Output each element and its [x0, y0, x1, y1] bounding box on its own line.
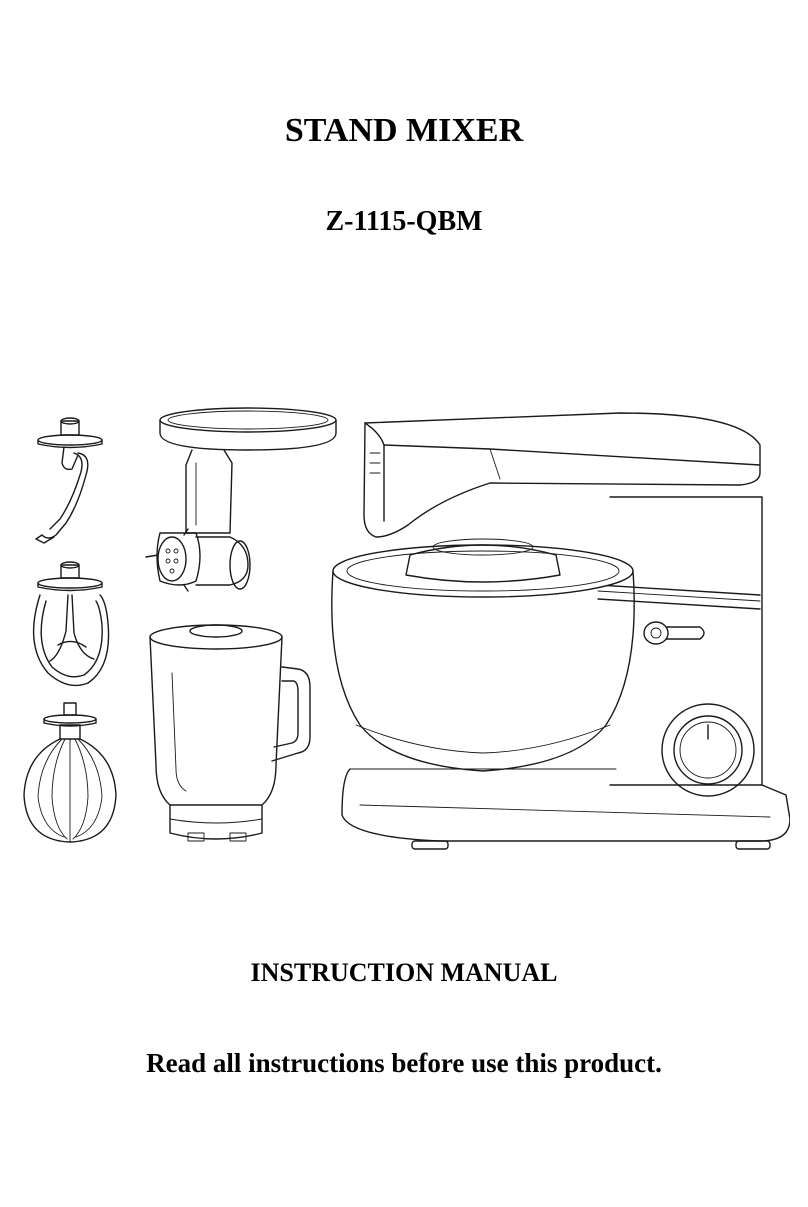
- model-number: Z-1115-QBM: [325, 206, 483, 237]
- whisk-drawing: [23, 702, 117, 843]
- dough-hook-drawing: [35, 417, 103, 544]
- read-instructions-notice: Read all instructions before use this pr…: [146, 1048, 662, 1078]
- meat-grinder-drawing: [145, 407, 337, 592]
- document-type-heading: INSTRUCTION MANUAL: [250, 958, 558, 987]
- blender-jug-drawing: [149, 624, 311, 842]
- product-title: STAND MIXER: [284, 112, 524, 149]
- flat-beater-drawing: [32, 561, 110, 687]
- stand-mixer-drawing: [331, 412, 790, 850]
- product-illustration: [20, 405, 790, 855]
- product-line-drawing: [23, 407, 790, 850]
